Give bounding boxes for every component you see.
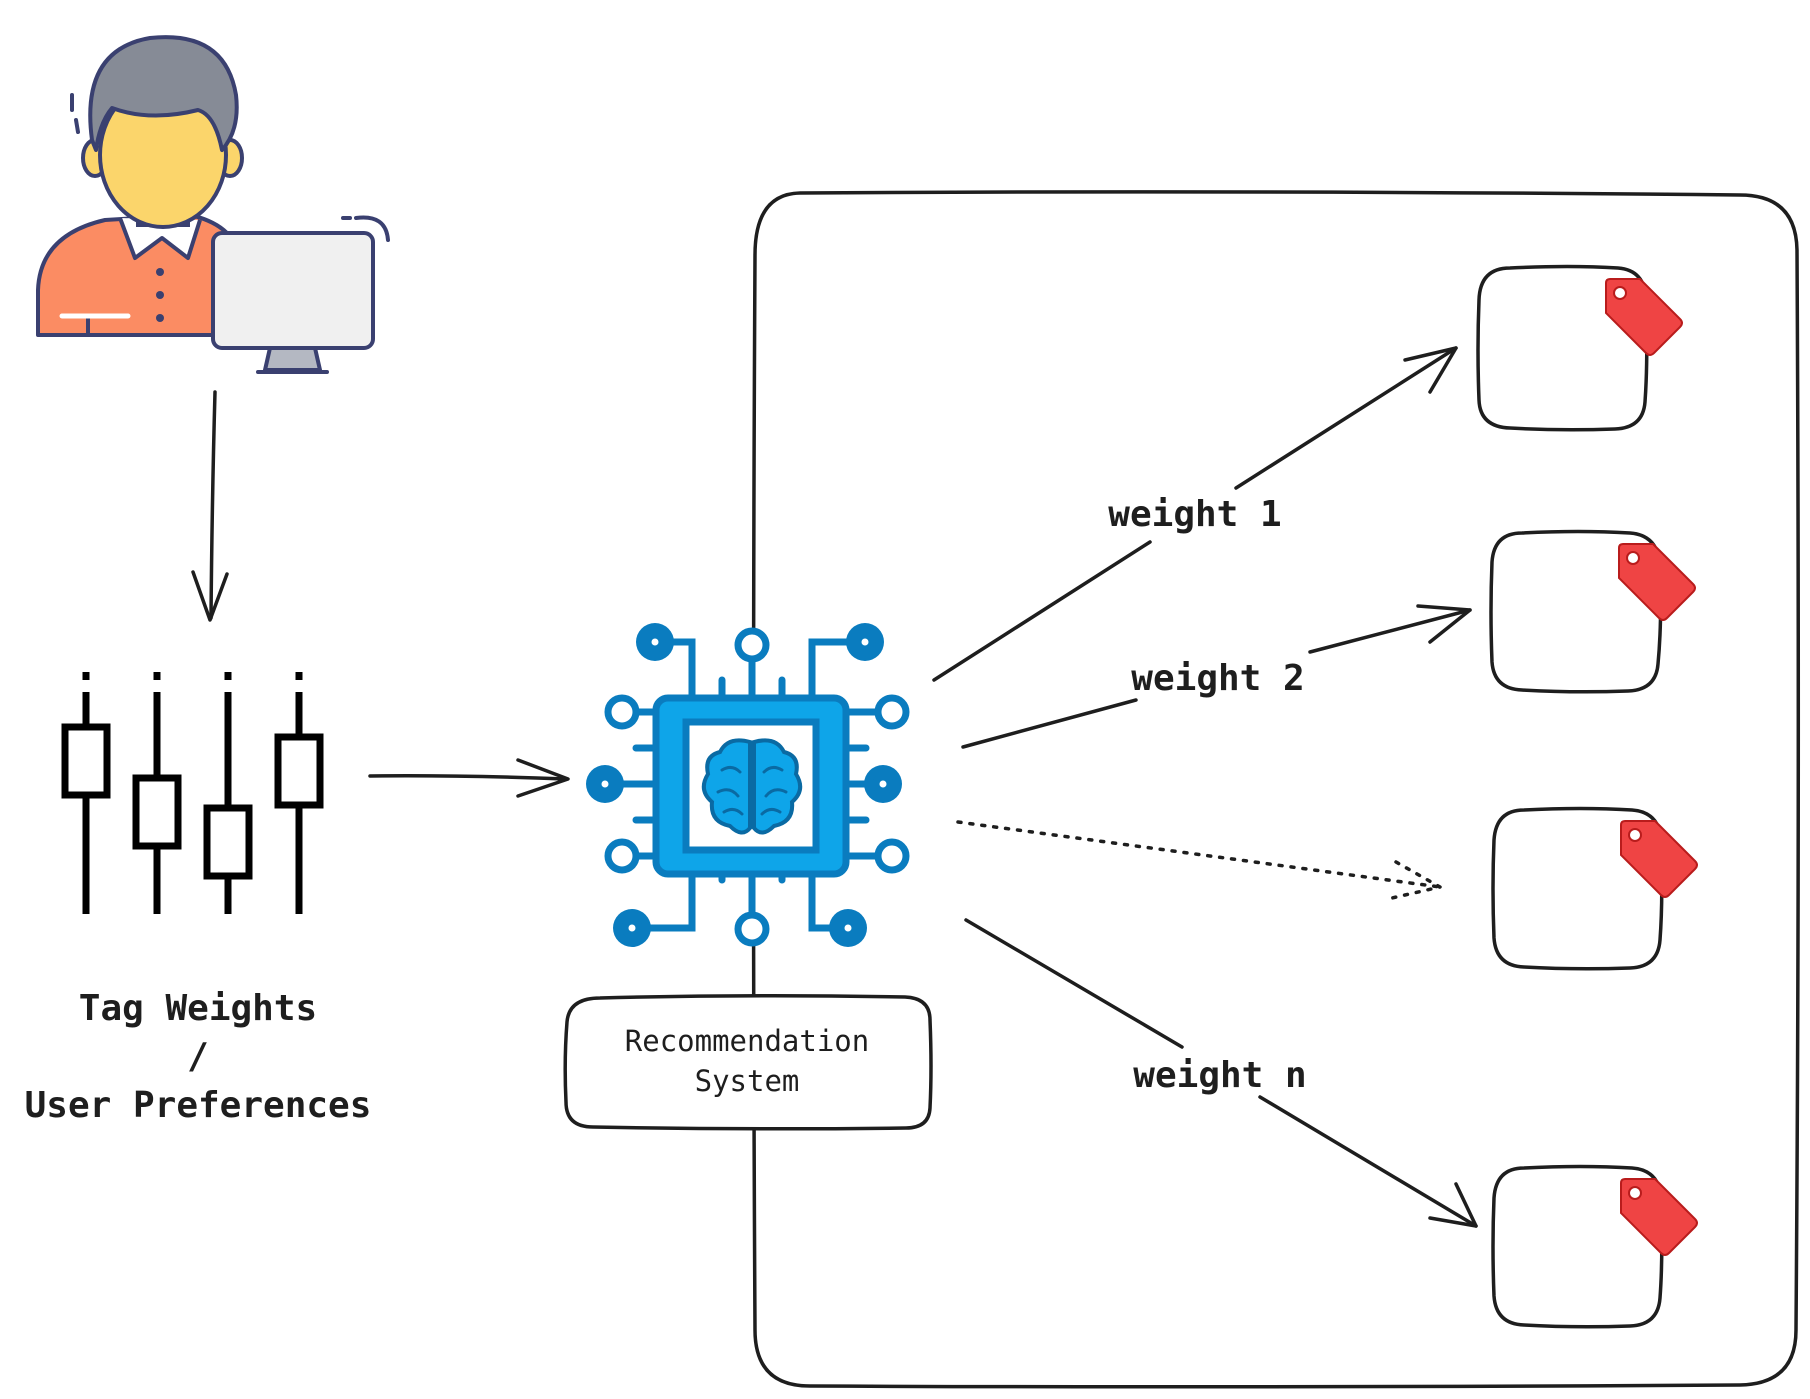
edge-weight-1: weight 1 [932,346,1458,682]
weights-label-line1: Tag Weights [79,988,317,1029]
edge-weight-n: weight n [964,918,1478,1228]
weights-label-line3: User Preferences [25,1085,372,1126]
item-box-2 [1489,529,1696,694]
item-box-1 [1476,264,1683,432]
system-label-line1: Recommendation [625,1024,869,1058]
recommendation-system-box: Recommendation System [563,993,933,1131]
system-label-line2: System [695,1064,800,1098]
user-at-computer-icon [36,35,390,374]
item-box-4 [1491,1164,1698,1329]
edge-label-weight-2: weight 2 [1131,658,1304,699]
sliders-icon [61,672,324,914]
weights-to-system-arrow [368,758,570,798]
weights-label: Tag Weights / User Preferences [25,988,372,1126]
edge-weight-2: weight 2 [961,604,1472,749]
ai-chip-brain-icon [586,623,910,947]
edge-label-weight-1: weight 1 [1108,494,1281,535]
user-to-weights-arrow [191,390,229,622]
item-box-3 [1491,806,1698,971]
edge-dotted [956,820,1442,900]
edge-label-weight-n: weight n [1133,1055,1306,1096]
weights-label-line2: / [187,1036,209,1077]
